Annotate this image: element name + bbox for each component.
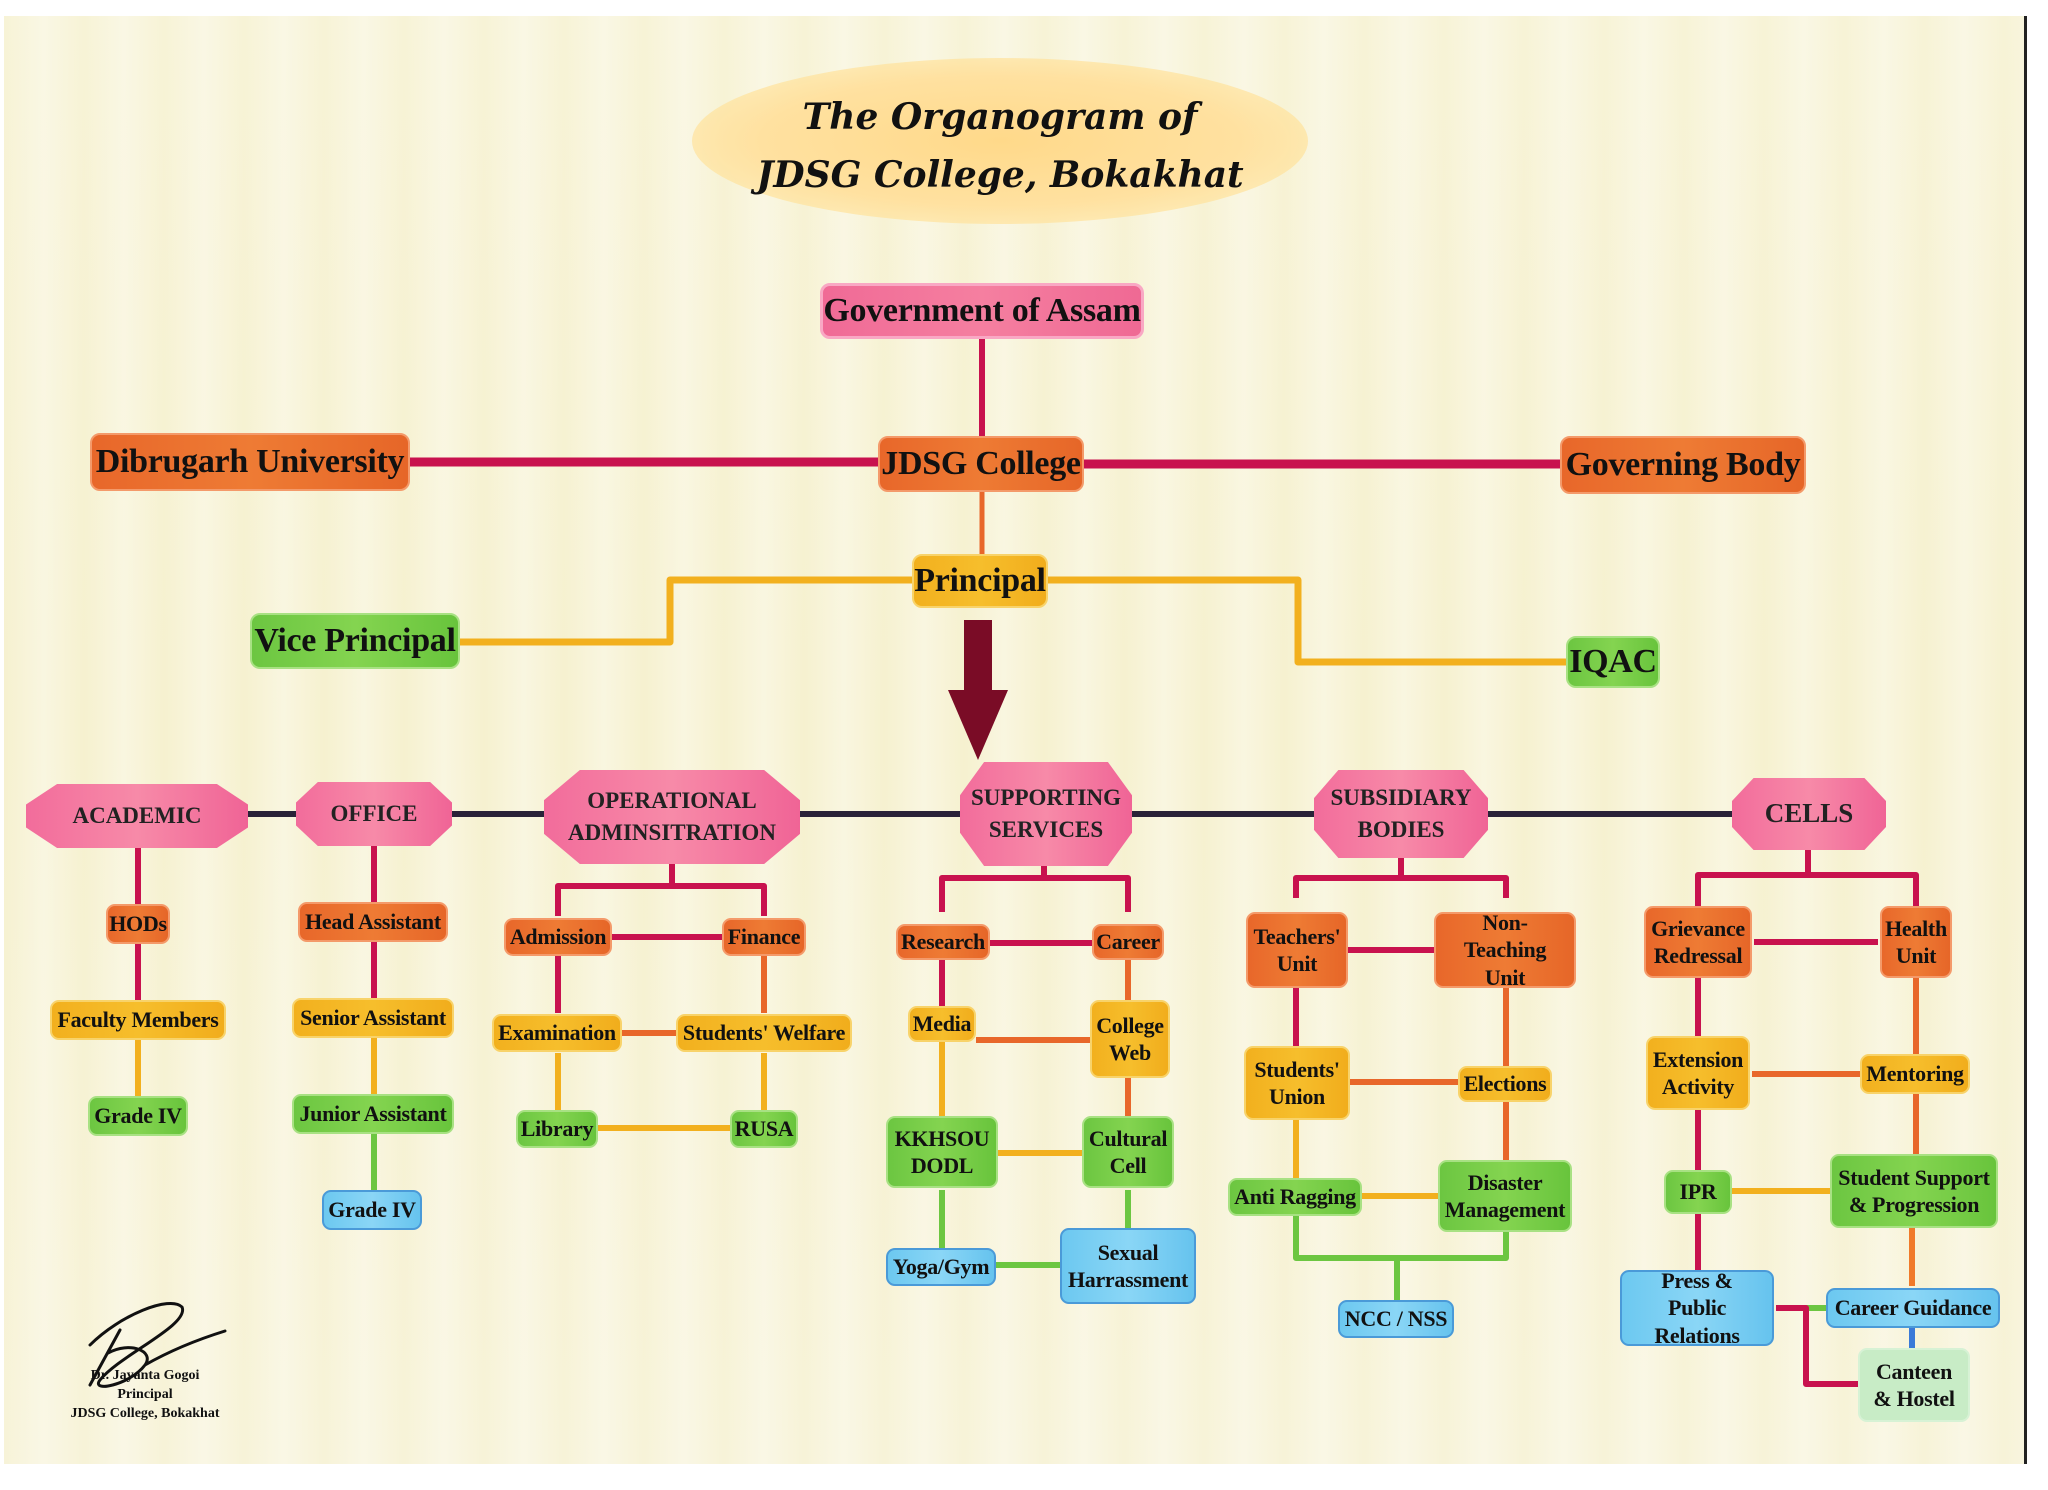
branch-subsidiary-bodies[interactable]: SUBSIDIARY BODIES	[1314, 770, 1488, 858]
branch-cells[interactable]: CELLS	[1732, 778, 1886, 850]
node-head-assistant[interactable]: Head Assistant	[298, 902, 448, 942]
signatory-name: Dr. Jayanta Gogoi	[90, 1368, 200, 1383]
node-media[interactable]: Media	[908, 1006, 976, 1042]
signature-block: Dr. Jayanta Gogoi Principal JDSG College…	[40, 1366, 250, 1423]
branch-supporting-services[interactable]: SUPPORTING SERVICES	[960, 762, 1132, 866]
node-sexual-harrassment[interactable]: Sexual Harrassment	[1060, 1228, 1196, 1304]
title-line-1: The Organogram of	[802, 96, 1198, 138]
node-admission[interactable]: Admission	[504, 918, 612, 956]
node-yoga-gym[interactable]: Yoga/Gym	[886, 1248, 996, 1286]
title-oval	[692, 58, 1308, 224]
node-anti-ragging[interactable]: Anti Ragging	[1228, 1178, 1362, 1216]
node-ipr[interactable]: IPR	[1664, 1170, 1732, 1214]
node-principal[interactable]: Principal	[912, 554, 1048, 608]
node-teachers-unit[interactable]: Teachers' Unit	[1246, 912, 1348, 988]
branch-academic[interactable]: ACADEMIC	[26, 784, 248, 848]
node-press-public-relations[interactable]: Press & Public Relations	[1620, 1268, 1774, 1348]
node-students-union[interactable]: Students' Union	[1244, 1046, 1350, 1120]
branch-supporting-label-2: SERVICES	[988, 817, 1104, 842]
node-kkhsou-dodl[interactable]: KKHSOU DODL	[886, 1116, 998, 1188]
branch-cells-label: CELLS	[1764, 798, 1854, 829]
branch-supporting-label-1: SUPPORTING	[971, 784, 1121, 810]
node-rusa[interactable]: RUSA	[730, 1110, 798, 1148]
title-line-2: JDSG College, Bokakhat	[756, 154, 1244, 196]
node-faculty-members[interactable]: Faculty Members	[50, 1000, 226, 1040]
node-dibrugarh-university[interactable]: Dibrugarh University	[90, 433, 410, 491]
organogram-sheet	[4, 16, 2027, 1464]
node-disaster-management[interactable]: Disaster Management	[1438, 1160, 1572, 1232]
branch-office[interactable]: OFFICE	[296, 782, 452, 846]
node-extension-activity[interactable]: Extension Activity	[1646, 1036, 1750, 1110]
signatory-designation: Principal	[117, 1387, 173, 1402]
node-students-welfare[interactable]: Students' Welfare	[676, 1014, 852, 1052]
node-jdsg-college[interactable]: JDSG College	[878, 436, 1084, 492]
node-academic-grade-iv[interactable]: Grade IV	[88, 1096, 188, 1136]
node-government-of-assam[interactable]: Government of Assam	[820, 283, 1144, 339]
node-examination[interactable]: Examination	[492, 1014, 622, 1052]
branch-academic-label: ACADEMIC	[72, 802, 202, 828]
node-iqac[interactable]: IQAC	[1566, 636, 1660, 688]
branch-subsidiary-label-2: BODIES	[1357, 817, 1445, 842]
node-mentoring[interactable]: Mentoring	[1860, 1054, 1970, 1094]
node-elections[interactable]: Elections	[1458, 1066, 1552, 1102]
node-non-teaching-unit[interactable]: Non-Teaching Unit	[1434, 910, 1576, 990]
node-career-guidance[interactable]: Career Guidance	[1826, 1288, 2000, 1328]
node-senior-assistant[interactable]: Senior Assistant	[292, 998, 454, 1038]
node-college-web[interactable]: College Web	[1090, 1000, 1170, 1078]
branch-operational-label-2: ADMINSITRATION	[568, 820, 776, 845]
down-arrow-icon	[948, 620, 1008, 760]
node-library[interactable]: Library	[516, 1110, 598, 1148]
node-ncc-nss[interactable]: NCC / NSS	[1338, 1300, 1454, 1338]
node-student-support-progression[interactable]: Student Support & Progression	[1830, 1154, 1998, 1228]
node-health-unit[interactable]: Health Unit	[1880, 906, 1952, 978]
page-title: The Organogram of JDSG College, Bokakhat	[692, 88, 1308, 204]
node-research[interactable]: Research	[896, 924, 990, 960]
node-finance[interactable]: Finance	[722, 918, 806, 956]
node-canteen-hostel[interactable]: Canteen & Hostel	[1858, 1348, 1970, 1422]
node-grievance-redressal[interactable]: Grievance Redressal	[1644, 906, 1752, 978]
node-cultural-cell[interactable]: Cultural Cell	[1082, 1116, 1174, 1188]
node-vice-principal[interactable]: Vice Principal	[250, 613, 460, 669]
node-office-grade-iv[interactable]: Grade IV	[322, 1190, 422, 1230]
node-governing-body[interactable]: Governing Body	[1560, 436, 1806, 494]
node-hods[interactable]: HODs	[106, 904, 170, 944]
branch-operational-label-1: OPERATIONAL	[587, 787, 757, 813]
signatory-institution: JDSG College, Bokakhat	[70, 1406, 220, 1421]
node-junior-assistant[interactable]: Junior Assistant	[292, 1094, 454, 1134]
signature-icon	[88, 1301, 227, 1388]
node-career[interactable]: Career	[1092, 924, 1164, 960]
branch-office-label: OFFICE	[330, 800, 418, 826]
branch-subsidiary-label-1: SUBSIDIARY	[1330, 784, 1472, 810]
branch-operational-administration[interactable]: OPERATIONAL ADMINSITRATION	[544, 770, 800, 864]
